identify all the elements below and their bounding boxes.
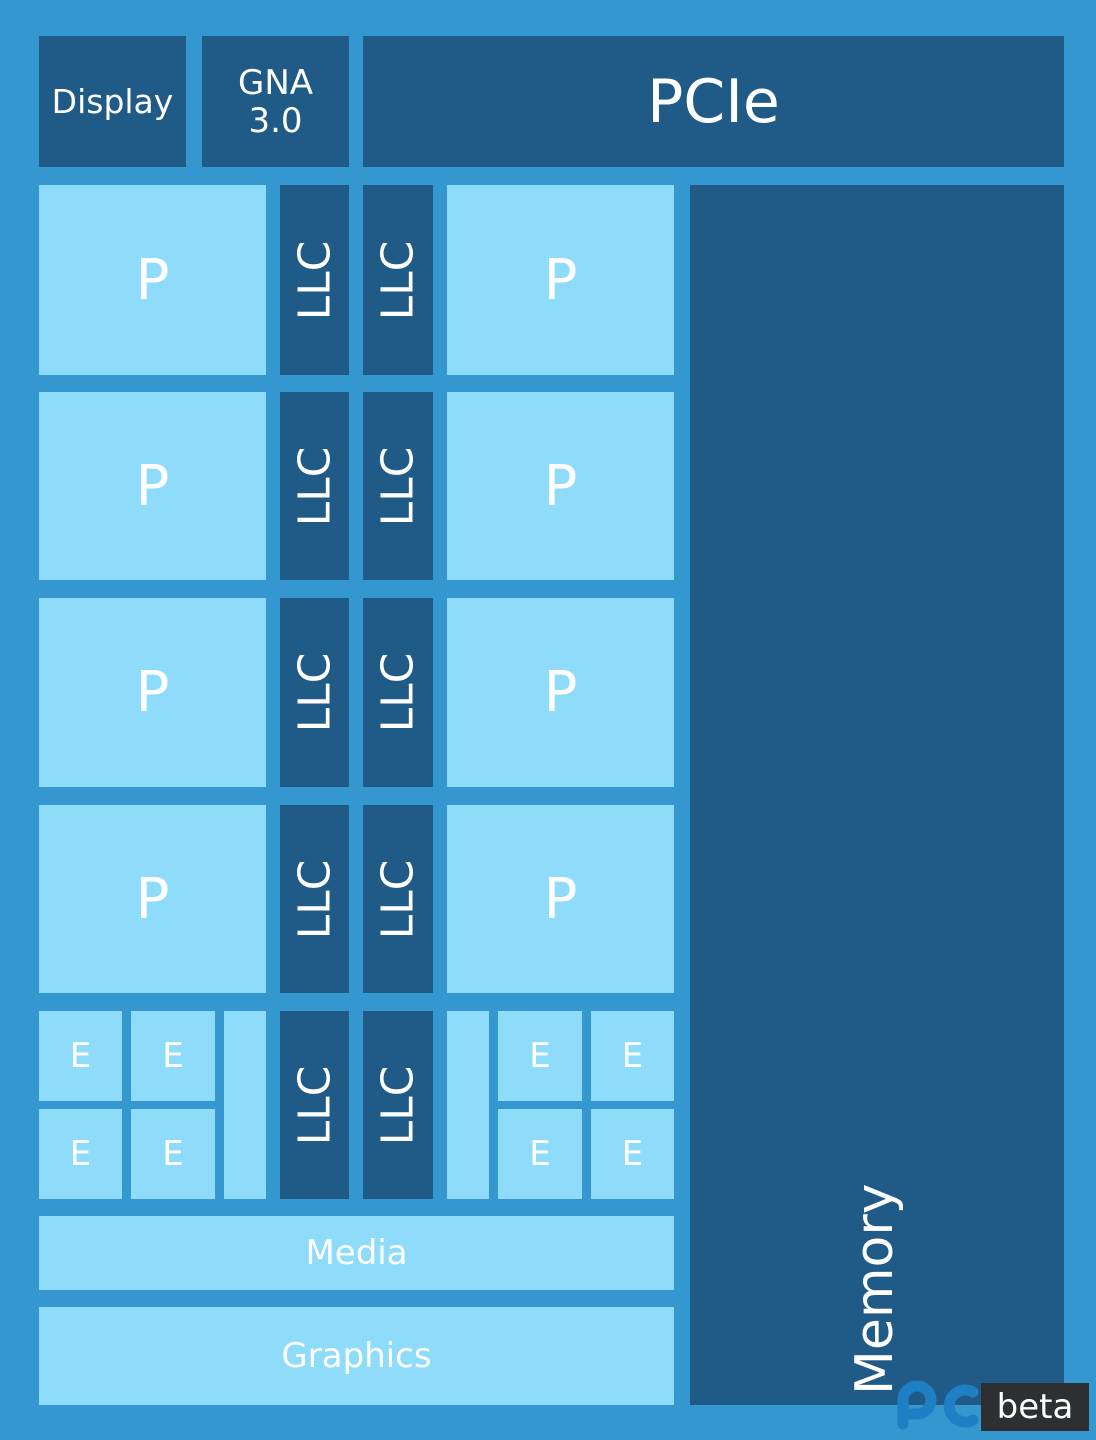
- llc-slice: LLC: [363, 1011, 433, 1199]
- e-core-label: E: [621, 1134, 644, 1174]
- llc-label: LLC: [372, 859, 424, 939]
- p-core-label: P: [135, 660, 170, 725]
- e-core-label: E: [621, 1036, 644, 1076]
- llc-slice: LLC: [280, 392, 349, 580]
- e-core: E: [591, 1011, 674, 1101]
- llc-label: LLC: [289, 652, 340, 733]
- llc-label: LLC: [372, 1065, 424, 1145]
- graphics-label: Graphics: [281, 1336, 432, 1376]
- e-core: E: [591, 1109, 674, 1199]
- e-cluster-cache: [447, 1011, 489, 1199]
- e-cluster-cache: [224, 1011, 266, 1199]
- e-core: E: [498, 1109, 582, 1199]
- llc-slice: LLC: [363, 598, 433, 787]
- e-core-label: E: [529, 1036, 551, 1076]
- p-core-label: P: [135, 866, 170, 932]
- p-core-label: P: [543, 660, 578, 725]
- llc-slice: LLC: [363, 185, 433, 375]
- p-core: P: [39, 392, 266, 580]
- media-label: Media: [305, 1233, 408, 1273]
- p-core: P: [447, 392, 674, 580]
- pc-logo-icon: [897, 1380, 979, 1430]
- e-core-label: E: [162, 1036, 184, 1076]
- e-core-label: E: [529, 1134, 551, 1174]
- p-core-label: P: [543, 247, 578, 313]
- e-core: E: [131, 1109, 215, 1199]
- llc-label: LLC: [289, 859, 340, 939]
- pcie-label: PCIe: [647, 66, 780, 137]
- llc-slice: LLC: [363, 392, 433, 580]
- p-core-label: P: [543, 866, 578, 932]
- p-core: P: [39, 598, 266, 787]
- llc-label: LLC: [372, 240, 424, 320]
- display-block: Display: [39, 36, 186, 167]
- pcie-block: PCIe: [363, 36, 1064, 167]
- e-core-label: E: [162, 1134, 184, 1174]
- llc-slice: LLC: [363, 805, 433, 993]
- memory-label: Memory: [845, 1183, 905, 1395]
- llc-slice: LLC: [280, 805, 349, 993]
- p-core-label: P: [135, 453, 170, 519]
- llc-label: LLC: [289, 446, 340, 526]
- llc-label: LLC: [372, 652, 424, 733]
- p-core: P: [447, 598, 674, 787]
- e-core: E: [39, 1109, 122, 1199]
- llc-slice: LLC: [280, 1011, 349, 1199]
- e-core-label: E: [69, 1036, 92, 1076]
- llc-slice: LLC: [280, 185, 349, 375]
- gna-label-line1: GNA: [237, 62, 314, 103]
- p-core-label: P: [543, 453, 578, 519]
- llc-label: LLC: [289, 240, 340, 320]
- e-core: E: [498, 1011, 582, 1101]
- e-core: E: [131, 1011, 215, 1101]
- p-core: P: [39, 805, 266, 993]
- e-core: E: [39, 1011, 122, 1101]
- watermark-label: beta: [996, 1387, 1074, 1427]
- e-core-label: E: [69, 1134, 92, 1174]
- p-core: P: [447, 185, 674, 375]
- watermark-badge: beta: [981, 1383, 1089, 1431]
- p-core: P: [39, 185, 266, 375]
- memory-block: Memory: [690, 185, 1064, 1405]
- gna-block: GNA 3.0: [202, 36, 349, 167]
- graphics-block: Graphics: [39, 1307, 674, 1405]
- llc-label: LLC: [289, 1065, 340, 1145]
- p-core: P: [447, 805, 674, 993]
- gna-label-line2: 3.0: [248, 100, 303, 141]
- llc-slice: LLC: [280, 598, 349, 787]
- display-label: Display: [51, 82, 174, 121]
- media-block: Media: [39, 1216, 674, 1290]
- p-core-label: P: [135, 247, 170, 313]
- watermark: beta: [893, 1378, 1089, 1434]
- llc-label: LLC: [372, 446, 424, 526]
